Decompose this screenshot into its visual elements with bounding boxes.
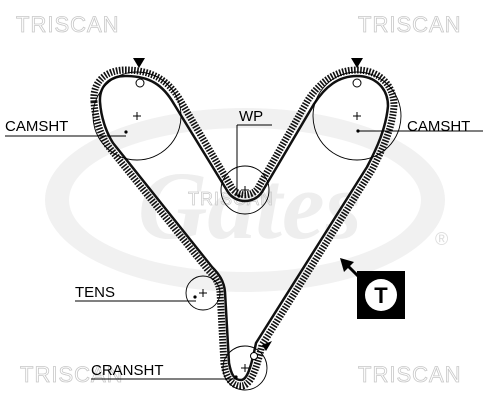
watermark-top-left: TRISCAN	[16, 12, 120, 37]
tension-badge-circle-icon	[365, 279, 397, 311]
label-water-pump-text: WP	[239, 108, 263, 125]
tensioner-pulley	[185, 275, 221, 311]
timing-arrow-crank-icon	[262, 341, 272, 351]
label-tensioner-text: TENS	[75, 284, 115, 301]
tension-badge-text: T	[374, 283, 388, 308]
label-camshaft-right-text: CAMSHT	[407, 118, 470, 135]
camshaft-pulley-right	[312, 58, 402, 161]
timing-arrow-right-icon	[351, 58, 363, 68]
tension-arrow-icon	[340, 258, 354, 272]
watermark-top-right: TRISCAN	[358, 12, 462, 37]
tension-indicator: T	[340, 258, 405, 319]
water-pump-pulley	[220, 165, 270, 215]
label-crankshaft: CRANSHT	[91, 362, 237, 380]
timing-arrow-left-icon	[133, 58, 145, 68]
watermark-bottom-left: TRISCAN	[20, 362, 124, 387]
timing-mark-circle-right	[352, 78, 362, 88]
label-water-pump: WP	[236, 108, 272, 196]
registered-mark: ®	[435, 229, 448, 249]
timing-mark-circle-left	[135, 78, 145, 88]
crankshaft-pulley	[222, 341, 272, 391]
label-camshaft-left-text: CAMSHT	[5, 118, 68, 135]
camshaft-pulley-left	[92, 58, 182, 161]
watermark-bottom-right: TRISCAN	[358, 362, 462, 387]
label-camshaft-right: CAMSHT	[358, 118, 483, 135]
label-tensioner: TENS	[75, 284, 196, 302]
label-camshaft-left: CAMSHT	[5, 118, 126, 137]
timing-mark-circle-crank	[250, 352, 258, 360]
label-crankshaft-text: CRANSHT	[91, 362, 164, 379]
